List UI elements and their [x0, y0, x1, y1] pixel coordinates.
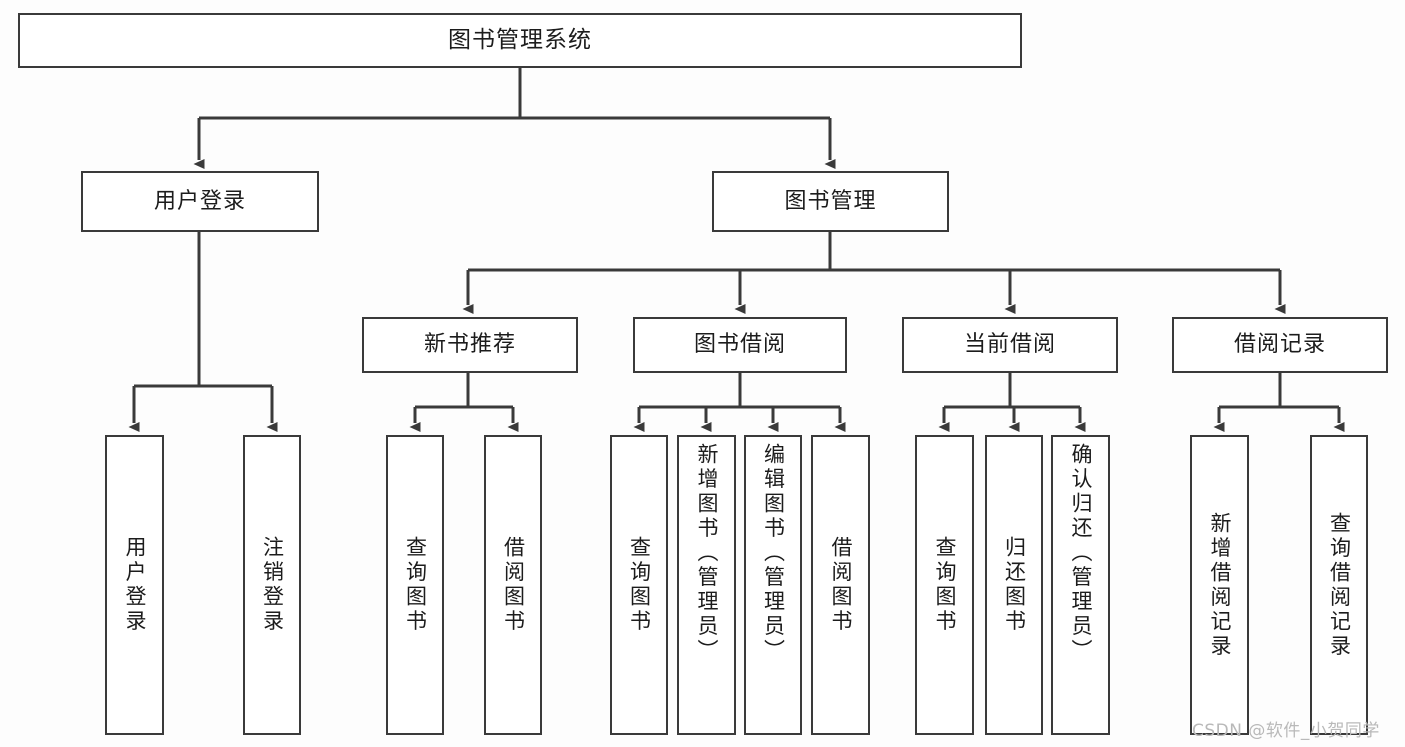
node-leaf-user-login-label: 用户登录 — [123, 536, 147, 634]
node-leaf-user-logout[interactable]: 注销登录 — [243, 435, 301, 735]
node-current-borrow-label: 当前借阅 — [963, 332, 1056, 358]
node-leaf-borrow-book-1[interactable]: 借阅图书 — [484, 435, 542, 735]
node-leaf-user-logout-label: 注销登录 — [260, 536, 285, 634]
node-current-borrow[interactable]: 当前借阅 — [902, 317, 1118, 373]
node-leaf-query-book-1[interactable]: 查询图书 — [386, 435, 444, 735]
node-book-manage-label: 图书管理 — [784, 188, 877, 214]
node-book-borrow-label: 图书借阅 — [693, 332, 786, 358]
node-leaf-add-book[interactable]: 新增图书（管理员） — [677, 435, 736, 735]
node-leaf-confirm-return[interactable]: 确认归还（管理员） — [1051, 435, 1110, 735]
node-new-book-rec-label: 新书推荐 — [423, 332, 516, 358]
node-leaf-edit-book[interactable]: 编辑图书（管理员） — [744, 435, 802, 735]
node-leaf-query-record-label: 查询借阅记录 — [1327, 511, 1352, 659]
node-leaf-borrow-book-2-label: 借阅图书 — [829, 536, 853, 634]
node-leaf-query-book-1-label: 查询图书 — [403, 536, 428, 634]
node-leaf-query-book-3[interactable]: 查询图书 — [915, 435, 974, 735]
node-leaf-query-book-3-label: 查询图书 — [933, 536, 957, 634]
node-leaf-add-record-label: 新增借阅记录 — [1208, 511, 1232, 659]
node-leaf-return-book-label: 归还图书 — [1002, 536, 1027, 634]
node-leaf-query-book-2-label: 查询图书 — [627, 536, 652, 634]
node-root[interactable]: 图书管理系统 — [18, 13, 1022, 68]
node-user-login[interactable]: 用户登录 — [81, 171, 319, 232]
csdn-watermark: CSDN @软件_小贺同学 — [1192, 721, 1380, 741]
node-leaf-return-book[interactable]: 归还图书 — [985, 435, 1043, 735]
node-leaf-borrow-book-2[interactable]: 借阅图书 — [811, 435, 870, 735]
node-leaf-query-record[interactable]: 查询借阅记录 — [1310, 435, 1368, 735]
node-book-manage[interactable]: 图书管理 — [712, 171, 949, 232]
node-leaf-edit-book-label: 编辑图书（管理员） — [761, 443, 786, 664]
node-leaf-borrow-book-1-label: 借阅图书 — [501, 536, 526, 634]
node-leaf-add-book-label: 新增图书（管理员） — [695, 443, 719, 664]
node-new-book-rec[interactable]: 新书推荐 — [362, 317, 578, 373]
node-book-borrow[interactable]: 图书借阅 — [633, 317, 847, 373]
node-leaf-user-login[interactable]: 用户登录 — [105, 435, 164, 735]
node-leaf-query-book-2[interactable]: 查询图书 — [610, 435, 668, 735]
node-borrow-record[interactable]: 借阅记录 — [1172, 317, 1388, 373]
node-root-label: 图书管理系统 — [448, 26, 592, 53]
node-leaf-confirm-return-label: 确认归还（管理员） — [1069, 443, 1093, 664]
node-leaf-add-record[interactable]: 新增借阅记录 — [1190, 435, 1249, 735]
node-borrow-record-label: 借阅记录 — [1233, 332, 1326, 358]
node-user-login-label: 用户登录 — [153, 188, 246, 214]
